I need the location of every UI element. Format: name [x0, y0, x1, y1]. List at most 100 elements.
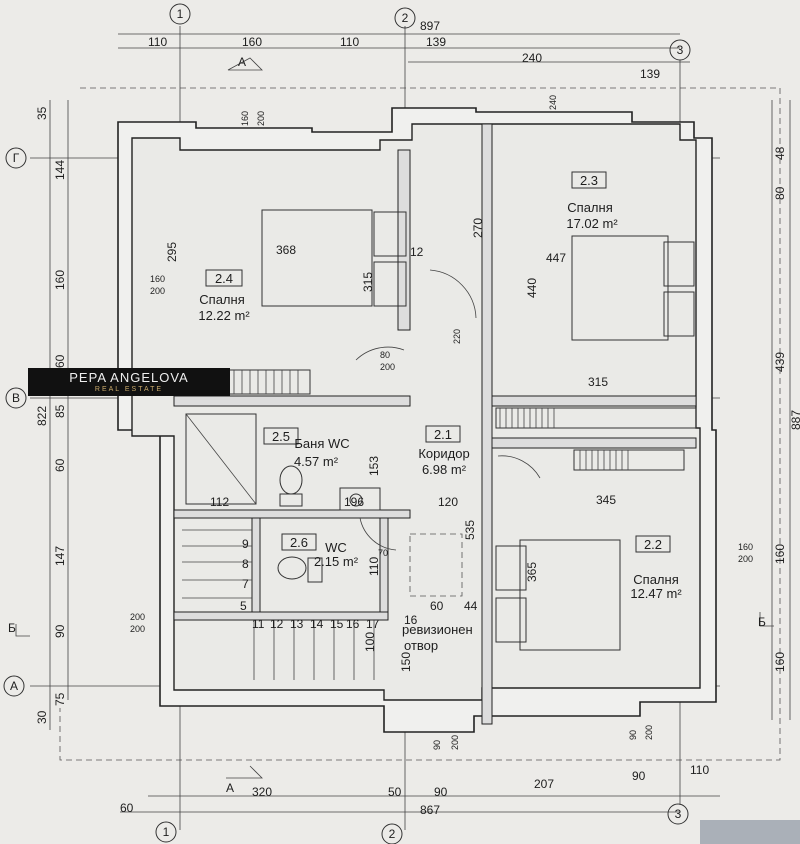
svg-text:270: 270	[471, 218, 485, 238]
door-swings	[355, 269, 541, 551]
svg-text:15: 15	[330, 617, 344, 631]
svg-text:160: 160	[240, 111, 250, 126]
svg-text:35: 35	[35, 106, 49, 120]
section-mark-a-bottom: A	[226, 765, 263, 795]
svg-text:75: 75	[53, 692, 67, 706]
svg-text:120: 120	[438, 495, 458, 509]
axis-bubble-g: Г	[5, 147, 27, 169]
svg-text:160: 160	[242, 35, 262, 49]
svg-text:2.4: 2.4	[215, 271, 233, 286]
axis-bubble-1-bottom: 1	[155, 821, 177, 843]
watermark-sub: REAL ESTATE	[94, 386, 164, 393]
svg-text:200: 200	[644, 725, 654, 740]
svg-text:ревизионен: ревизионен	[402, 622, 473, 637]
svg-text:2.5: 2.5	[272, 429, 290, 444]
watermark-logo: PEPA ANGELOVA REAL ESTATE	[28, 368, 230, 396]
section-mark-a-top: A	[227, 55, 263, 71]
svg-text:447: 447	[546, 251, 566, 265]
svg-text:8: 8	[242, 557, 249, 571]
svg-text:196: 196	[344, 495, 364, 509]
svg-text:60: 60	[120, 801, 134, 815]
interior-dimensions: 368 295 315 447 270 440 12 315 345 365 1…	[165, 218, 616, 672]
svg-text:A: A	[226, 781, 234, 795]
dimension-top: 897 110 160 110 139 240 139	[118, 19, 690, 81]
svg-text:70: 70	[378, 548, 388, 558]
interior-walls	[173, 123, 697, 725]
svg-text:110: 110	[367, 557, 381, 576]
svg-text:150: 150	[399, 652, 413, 672]
svg-text:отвор: отвор	[404, 638, 438, 653]
svg-text:12.22 m²: 12.22 m²	[198, 308, 250, 323]
svg-text:60: 60	[430, 599, 444, 613]
svg-text:80: 80	[380, 350, 390, 360]
svg-text:200: 200	[130, 624, 145, 634]
svg-text:4.57 m²: 4.57 m²	[294, 454, 339, 469]
svg-text:200: 200	[256, 111, 266, 126]
room-2-5: 2.5 Баня WC 4.57 m²	[263, 427, 350, 469]
room-2-6: 2.6 WC 2.15 m²	[281, 533, 359, 569]
axis-bubble-v: В	[5, 387, 27, 409]
svg-text:80: 80	[773, 186, 787, 200]
svg-text:365: 365	[525, 562, 539, 582]
svg-text:3: 3	[675, 807, 682, 821]
room-2-3: 2.3 Спалня 17.02 m²	[566, 171, 618, 231]
svg-text:50: 50	[388, 785, 402, 799]
svg-text:200: 200	[150, 286, 165, 296]
svg-text:100: 100	[363, 632, 377, 652]
svg-text:Коридор: Коридор	[418, 446, 469, 461]
svg-text:240: 240	[522, 51, 542, 65]
svg-text:200: 200	[380, 362, 395, 372]
svg-text:220: 220	[452, 329, 462, 344]
svg-text:16: 16	[404, 613, 418, 627]
svg-text:2.3: 2.3	[580, 173, 598, 188]
svg-text:12: 12	[410, 245, 424, 259]
section-mark-b-left: Б	[8, 621, 30, 637]
inspection-opening	[409, 533, 463, 597]
svg-text:1: 1	[163, 825, 170, 839]
svg-text:9: 9	[242, 537, 249, 551]
washbasin	[339, 487, 381, 511]
toilet-2-6	[277, 556, 323, 583]
svg-text:200: 200	[738, 554, 753, 564]
svg-text:2.6: 2.6	[290, 535, 308, 550]
svg-text:3: 3	[677, 43, 684, 57]
svg-text:17.02 m²: 17.02 m²	[566, 216, 618, 231]
dimension-right: 48 80 439 887 160 160	[771, 100, 800, 720]
axis-bubble-3: 3	[669, 39, 691, 61]
svg-text:2: 2	[402, 11, 409, 25]
svg-text:2.1: 2.1	[434, 427, 452, 442]
svg-text:440: 440	[525, 278, 539, 298]
bed-2-3	[571, 235, 695, 341]
bed-2-4	[261, 209, 407, 307]
svg-text:207: 207	[534, 777, 554, 791]
opening-dimensions: 160 200 240 160 200 80 200 200 200 160 2…	[130, 95, 753, 750]
room-2-1: 2.1 Коридор 6.98 m²	[418, 425, 470, 477]
axis-bubble-a: А	[3, 675, 25, 697]
svg-text:5: 5	[240, 599, 247, 613]
svg-text:А: А	[10, 679, 18, 693]
svg-text:110: 110	[148, 35, 167, 49]
svg-text:90: 90	[632, 769, 646, 783]
bed-2-2	[495, 539, 621, 651]
axis-bubble-3-bottom: 3	[667, 803, 689, 825]
svg-text:144: 144	[53, 160, 67, 180]
svg-text:240: 240	[548, 95, 558, 110]
shower-tray	[185, 413, 257, 505]
svg-text:85: 85	[53, 404, 67, 418]
room-2-2: 2.2 Спалня 12.47 m²	[630, 535, 682, 601]
wardrobe-2-2	[573, 449, 685, 471]
svg-text:160: 160	[53, 270, 67, 290]
svg-text:30: 30	[35, 710, 49, 724]
svg-text:В: В	[12, 391, 20, 405]
svg-text:48: 48	[773, 146, 787, 160]
svg-text:Спалня: Спалня	[633, 572, 678, 587]
axis-bubble-2: 2	[394, 7, 416, 29]
svg-text:90: 90	[53, 624, 67, 638]
plot-boundary	[59, 87, 781, 761]
svg-text:A: A	[238, 55, 246, 69]
axis-bubble-2-bottom: 2	[381, 823, 403, 844]
section-mark-b-right: Б	[758, 612, 774, 629]
svg-text:12.47 m²: 12.47 m²	[630, 586, 682, 601]
svg-text:Б: Б	[8, 621, 16, 635]
